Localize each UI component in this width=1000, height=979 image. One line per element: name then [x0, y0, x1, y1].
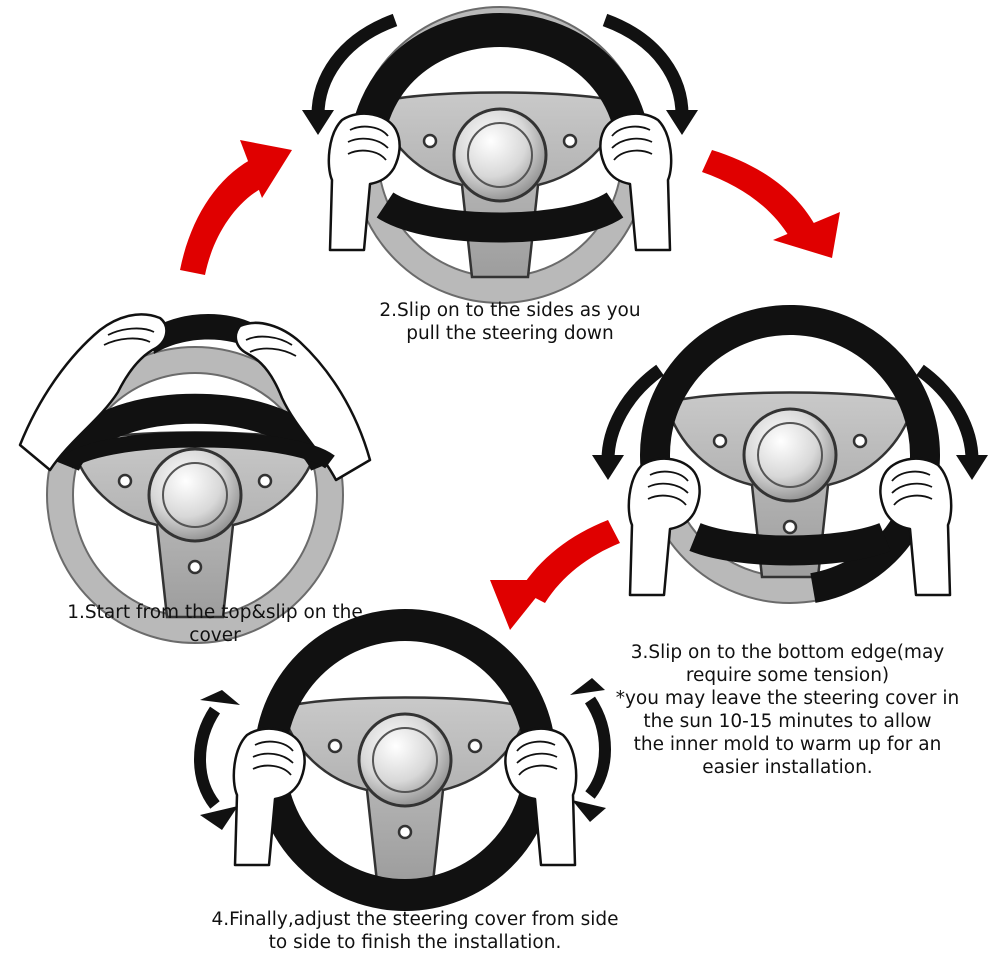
flow-arrow-1-to-2 — [180, 140, 292, 275]
cover-band — [348, 13, 652, 166]
step-2-illustration — [352, 7, 648, 303]
step-3-rotate-arrows — [592, 364, 988, 480]
step-1-line-1: 1.Start from the top&slip on the — [67, 602, 363, 623]
step-2-line-1: 2.Slip on to the sides as you — [379, 300, 641, 321]
cover-band — [640, 305, 940, 605]
step-1-illustration — [47, 347, 343, 643]
step-4-caption: 4.Finally,adjust the steering cover from… — [150, 908, 680, 954]
step-1-arm-left — [18, 313, 168, 472]
flow-arrow-3-to-4 — [490, 520, 620, 630]
step-2-caption: 2.Slip on to the sides as you pull the s… — [330, 299, 690, 345]
step-1-line-2: cover — [189, 625, 241, 646]
cover-band — [51, 393, 339, 472]
step-3-line-3: *you may leave the steering cover in — [615, 688, 960, 709]
step-3-illustration — [617, 282, 963, 628]
step-1-wheel-black-band-lower — [63, 431, 335, 469]
step-3-caption: 3.Slip on to the bottom edge(may require… — [585, 641, 990, 779]
step-3-line-5: the inner mold to warm up for an — [633, 734, 942, 755]
step-3-line-2: require some tension) — [685, 665, 890, 686]
step-3-line-6: easier installation. — [702, 757, 873, 778]
step-3-line-4: the sun 10-15 minutes to allow — [643, 711, 932, 732]
step-3-line-1: 3.Slip on to the bottom edge(may — [630, 642, 945, 663]
step-4-adjust-arrows — [194, 678, 611, 830]
step-1-arm-right — [234, 321, 372, 482]
step-1-cover-top — [150, 313, 262, 354]
step-2-line-2: pull the steering down — [406, 323, 614, 344]
flow-arrow-2-to-3 — [702, 150, 840, 258]
step-1-caption: 1.Start from the top&slip on the cover — [20, 601, 410, 647]
step-4-line-1: 4.Finally,adjust the steering cover from… — [211, 909, 619, 930]
step-2-rotate-arrows — [302, 13, 698, 135]
step-4-line-2: to side to finish the installation. — [268, 932, 562, 953]
